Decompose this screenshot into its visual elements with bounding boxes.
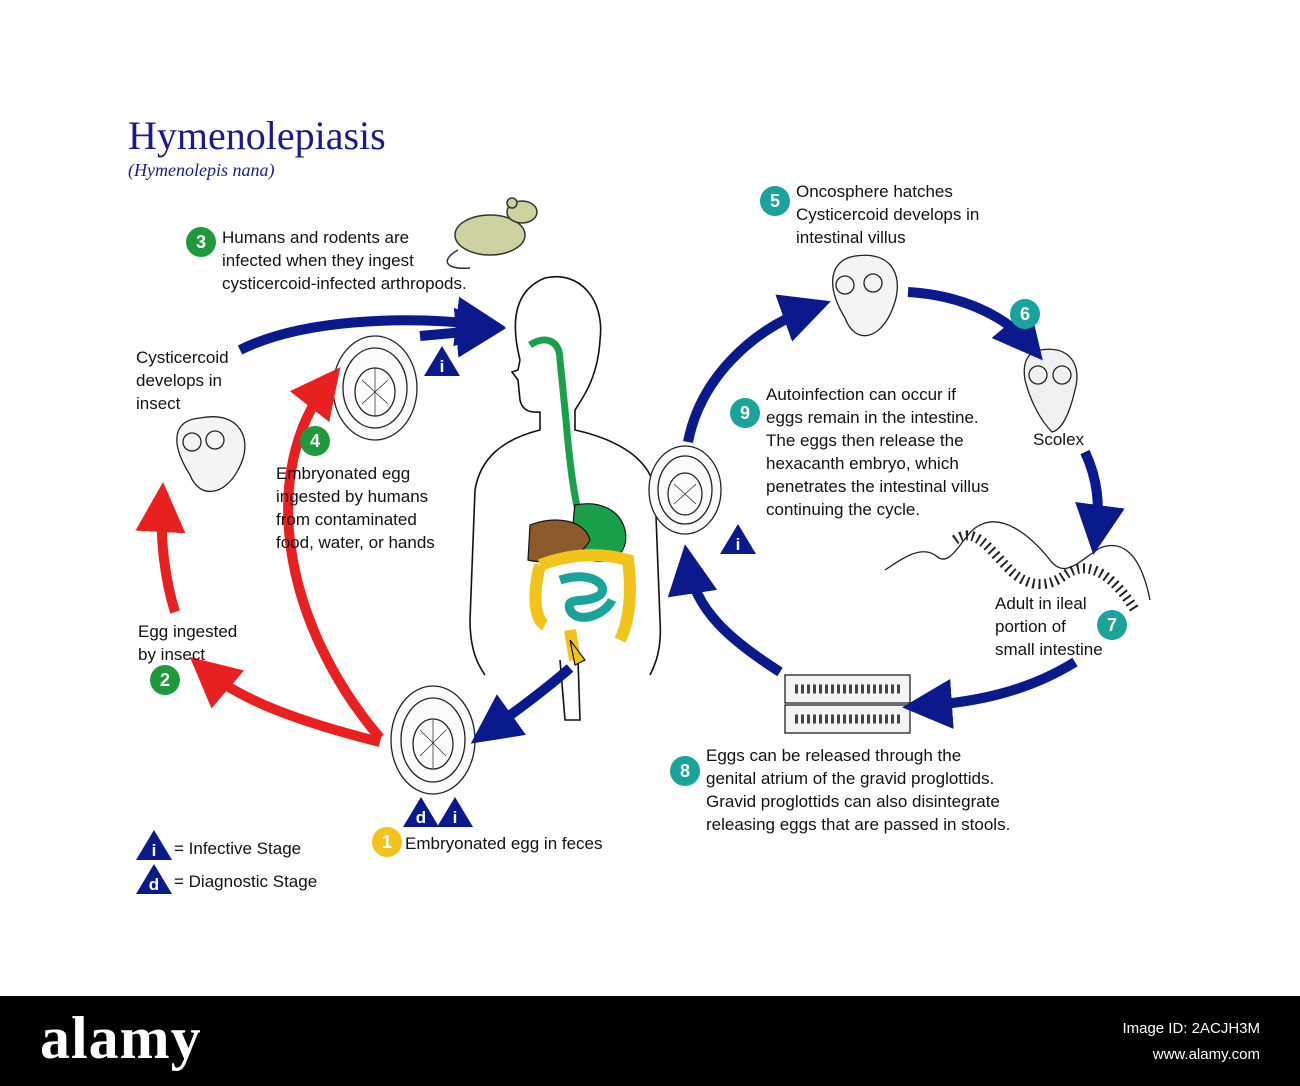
step-badge-3: 3 (186, 227, 216, 257)
egg-drawing-feces (390, 685, 476, 795)
step-badge-7: 7 (1097, 610, 1127, 640)
digestive-tract (527, 336, 636, 666)
arrow-egg-to-human (419, 307, 506, 358)
step-text-6: Scolex (1033, 430, 1085, 449)
watermark-footer: alamy Image ID: 2ACJH3M www.alamy.com (0, 996, 1300, 1086)
arrow-feces-to-egg-4 (283, 367, 384, 742)
cysticercoid-insect-label: Cysticercoid develops in insect (136, 348, 229, 413)
diagram-title: Hymenolepiasis (128, 113, 386, 158)
rat-drawing (446, 197, 538, 269)
step-text-1: Embryonated egg in feces (405, 834, 603, 853)
proglottids-drawing (784, 674, 911, 734)
infective-marker-egg-4: i (424, 346, 460, 376)
step-badge-8: 8 (670, 756, 700, 786)
arrow-scolex-to-adult (1075, 449, 1125, 555)
diagnostic-marker-letter: d (415, 808, 427, 827)
step-badge-6: 6 (1010, 299, 1040, 329)
legend-infective-letter: i (151, 841, 157, 860)
diagram-subtitle: (Hymenolepis nana) (128, 160, 275, 180)
infective-marker-letter: i (439, 357, 445, 376)
step-text-9: Autoinfection can occur if eggs remain i… (766, 385, 990, 519)
step-badge-5: 5 (760, 186, 790, 216)
legend-diagnostic-label: = Diagnostic Stage (174, 872, 318, 891)
step-badge-2: 2 (150, 665, 180, 695)
arrow-human-to-feces (470, 664, 574, 744)
image-id: Image ID: 2ACJH3M (1122, 1020, 1260, 1037)
step-badge-1: 1 (372, 827, 402, 857)
legend-infective-marker: i (136, 830, 172, 860)
infective-marker-feces: i (437, 797, 473, 827)
alamy-logo: alamy (40, 1005, 202, 1071)
arrow-feces-to-insect (189, 656, 382, 747)
arrow-adult-to-proglottids (902, 657, 1078, 729)
site-url: www.alamy.com (1152, 1046, 1260, 1063)
step-text-7: Adult in ileal portion of small intestin… (995, 594, 1103, 659)
legend-diagnostic-marker: d (136, 864, 172, 894)
human-silhouette (469, 275, 662, 721)
legend-infective-label: = Infective Stage (174, 839, 302, 858)
cysticercoid-villus-drawing (832, 254, 899, 337)
step-badge-4: 4 (300, 426, 330, 456)
arrow-insect-up (135, 482, 186, 614)
egg-drawing-autoinfection (648, 445, 722, 535)
egg-drawing-infective-4 (332, 335, 418, 441)
step-badge-9: 9 (730, 398, 760, 428)
cysticercoid-insect-drawing (176, 416, 246, 493)
step-text-3: Humans and rodents are infected when the… (222, 228, 467, 293)
step-text-5: Oncosphere hatches Cysticercoid develops… (796, 182, 980, 247)
diagram-graphics (135, 197, 1151, 795)
life-cycle-diagram: Hymenolepiasis (Hymenolepis nana) 1 2 3 … (128, 113, 1151, 894)
step-text-4: Embryonated egg ingested by humans from … (276, 464, 435, 552)
step-text-2: Egg ingested by insect (138, 622, 238, 664)
arrow-human-to-villus (683, 294, 831, 443)
infective-marker-autoinfection: i (720, 524, 756, 554)
arrow-proglottids-to-autoinfection (667, 544, 783, 677)
legend-diagnostic-letter: d (148, 875, 160, 894)
infective-marker-letter: i (452, 808, 458, 827)
scolex-drawing (1023, 348, 1078, 433)
diagnostic-marker-feces: d (403, 797, 439, 827)
arrow-insect-to-human (237, 296, 506, 355)
infective-marker-letter: i (735, 535, 741, 554)
step-text-8: Eggs can be released through the genital… (706, 746, 1011, 834)
arrow-villus-to-scolex (907, 287, 1043, 361)
